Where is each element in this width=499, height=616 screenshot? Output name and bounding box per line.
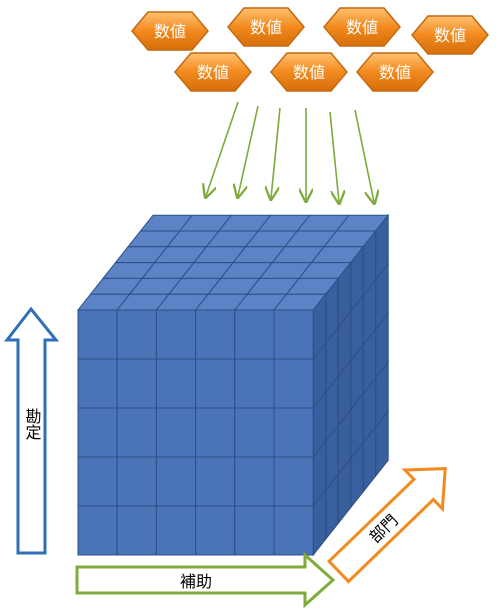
cube-front-cell [77, 505, 118, 556]
data-value-hexagon: 数値 [356, 52, 434, 92]
data-value-hexagon: 数値 [323, 7, 401, 47]
cube-front-cell [273, 358, 314, 409]
data-value-label: 数値 [379, 63, 411, 82]
cube-front-cell [234, 505, 275, 556]
data-value-hexagon: 数値 [411, 15, 489, 55]
input-arrows [206, 101, 374, 202]
input-arrow [354, 109, 374, 202]
data-value-hexagons: 数値 数値 数値 数値 数値 数値 数値 [131, 7, 489, 92]
cube-front-cell [234, 407, 275, 458]
cube-front-cell [195, 505, 236, 556]
horizontal-axis-arrow: 補助 [75, 551, 336, 609]
cube-front-cell [195, 407, 236, 458]
cube-front-cell [77, 407, 118, 458]
cube-front-cell [273, 505, 314, 556]
input-arrow [238, 105, 259, 196]
data-value-hexagon: 数値 [270, 52, 348, 92]
cube-front-cell [155, 358, 197, 409]
cube-front-cell [273, 456, 314, 507]
input-arrow [329, 111, 339, 202]
data-cube [76, 213, 390, 557]
data-value-hexagon: 数値 [174, 52, 252, 92]
horizontal-axis-label: 補助 [180, 572, 212, 591]
cube-front-cell [116, 456, 157, 507]
cube-front-cell [273, 309, 314, 360]
cube-front-cell [77, 358, 118, 409]
cube-front-cell [155, 309, 197, 360]
data-value-label: 数値 [293, 63, 325, 82]
cube-front-cell [116, 407, 157, 458]
cube-front-cell [195, 309, 236, 360]
cube-front-cell [77, 309, 118, 360]
data-value-hexagon: 数値 [227, 7, 305, 47]
vertical-axis-arrow: 勘定 [3, 306, 60, 555]
cube-front-cell [273, 407, 314, 458]
cube-front-cell [116, 309, 157, 360]
cube-front-cell [155, 407, 197, 458]
vertical-axis-label: 勘定 [23, 408, 42, 440]
cube-front-cell [155, 505, 197, 556]
input-arrow [206, 101, 239, 196]
data-value-label: 数値 [154, 22, 186, 41]
input-arrow [271, 107, 281, 198]
cube-front-cell [234, 358, 275, 409]
data-value-hexagon: 数値 [131, 11, 209, 51]
cube-front-cell [234, 456, 275, 507]
cube-front-cell [234, 309, 275, 360]
cube-front-cell [77, 456, 118, 507]
data-value-label: 数値 [250, 18, 282, 37]
data-value-label: 数値 [346, 18, 378, 37]
data-value-label: 数値 [434, 26, 466, 45]
cube-front-cell [195, 358, 236, 409]
data-value-label: 数値 [197, 63, 229, 82]
cube-front-cell [155, 456, 197, 507]
cube-front-cell [116, 505, 157, 556]
depth-axis-arrow: 部門 [326, 467, 447, 584]
cube-front-cell [195, 456, 236, 507]
cube-front-cell [116, 358, 157, 409]
